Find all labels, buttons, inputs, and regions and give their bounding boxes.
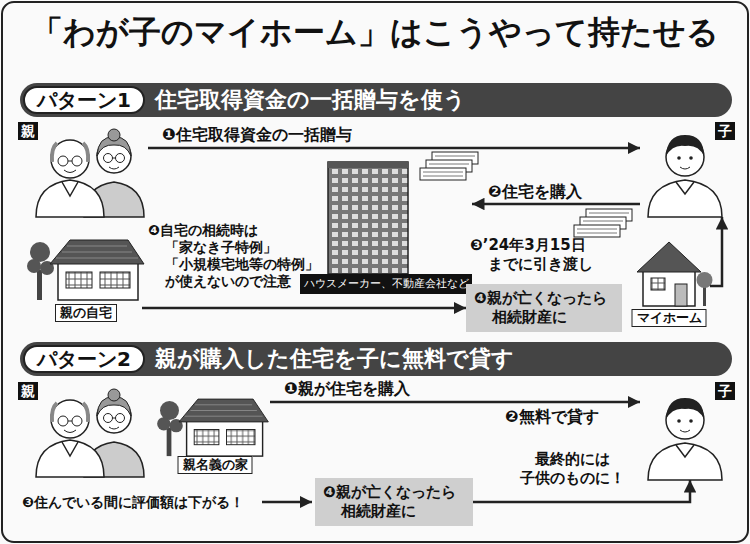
edge-label: ❶親が住宅を購入 [282,380,412,398]
arrow [262,501,312,504]
inheritance-box: ❹親が亡くなったら 相続財産に [315,478,473,526]
node-text: ❹親が亡くなったら 相続財産に [323,483,465,521]
parents-figure [36,129,144,217]
title: 「わが子のマイホーム」はこうやって持たせる [0,12,750,52]
pattern-pill: パターン2 [23,345,145,373]
node-text: 子 [715,382,735,400]
node-text: 親 [18,382,38,400]
my-home [637,242,713,306]
pattern-pill: パターン1 [23,86,145,114]
edge-label: ❷住宅を購入 [486,183,584,201]
parent-group: 親 [18,382,148,482]
flow-arrow [472,203,640,206]
node-text: ❹親が亡くなったら 相続財産に [474,289,614,327]
child-figure [648,398,722,480]
building [328,162,408,274]
node-text: パターン2 [37,347,131,371]
note-label: ❹自宅の相続時は 「家なき子特例」 「小規模宅地等の特例」 が使えないので注意 [148,222,343,290]
node-text: マイホーム [632,309,707,327]
note-label: ❸住んでいる間に評価額は下がる！ [22,493,244,511]
note-label: ❸’24年3月15日 までに引き渡し [470,236,646,274]
house-box: 親名義の家 [160,382,270,474]
node-text: 住宅取得資金の一括贈与を使う [155,83,466,117]
house-box: マイホーム [628,232,710,327]
parents-house [27,240,144,300]
inheritance-box: ❹親が亡くなったら 相続財産に [466,284,622,332]
child-group: 子 [640,122,735,217]
money-stack [420,152,478,180]
pattern-band: パターン2 親が購入した住宅を子に無料で貸す [20,342,732,376]
note-label: ❷無料で貸す [505,408,599,426]
flow-arrow [148,147,640,150]
edge-label: ❶住宅取得資金の一括贈与 [160,126,354,144]
node-text: 親名義の家 [178,456,253,474]
node-text: ハウスメーカー、不動産会社など [300,274,472,294]
node-text: 子 [715,122,735,140]
node-text: パターン1 [37,88,131,112]
node-text: 親が購入した住宅を子に無料で貸す [155,342,514,376]
child-figure [648,135,722,217]
node-text: 親の自宅 [55,304,117,322]
flow-arrow [270,401,640,404]
parents-house [157,399,268,456]
house-box: 親の自宅 [30,222,142,322]
parents-figure [36,389,144,477]
company-building: ハウスメーカー、不動産会社など [300,158,472,294]
child-group: 子 [640,382,735,480]
flow-arrow [142,307,466,310]
edge-label: 最終的には 子供のものに！ [505,450,639,488]
node-text: 親 [18,122,38,140]
money-stack [574,209,632,237]
flow-arrow [710,217,722,286]
pattern-band: パターン1 住宅取得資金の一括贈与を使う [20,83,732,117]
parent-group: 親 [18,122,148,217]
